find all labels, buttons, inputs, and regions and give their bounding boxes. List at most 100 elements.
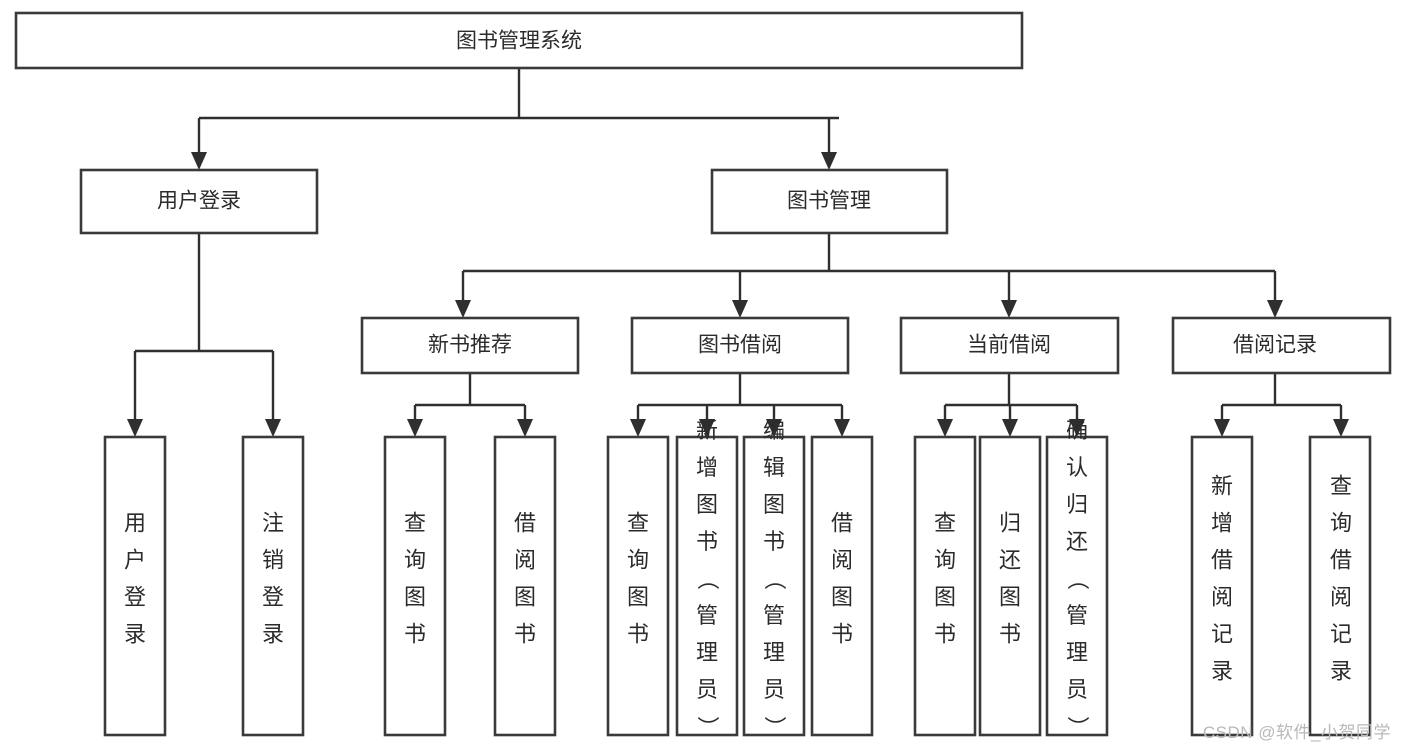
svg-text:编: 编 [763, 418, 785, 443]
svg-text:）: ） [1065, 716, 1090, 738]
svg-text:（: （ [762, 568, 787, 590]
node-book-borrow-label: 图书借阅 [698, 334, 782, 357]
node-root-system[interactable]: 图书管理系统 [14, 11, 1024, 70]
leaf-user-login-1-label: 用户登录 [124, 511, 146, 647]
svg-text:借: 借 [514, 511, 536, 536]
svg-text:新: 新 [1211, 474, 1233, 499]
svg-text:用: 用 [124, 511, 146, 536]
node-book-management-label: 图书管理 [787, 190, 871, 213]
connector-group-user-login [127, 233, 281, 437]
node-current-borrow[interactable]: 当前借阅 [899, 316, 1120, 375]
svg-text:增: 增 [696, 455, 718, 480]
svg-text:员: 员 [1066, 677, 1088, 702]
node-book-management[interactable]: 图书管理 [710, 168, 949, 235]
svg-text:借: 借 [831, 511, 853, 536]
svg-text:还: 还 [999, 548, 1021, 573]
svg-text:管: 管 [763, 603, 785, 628]
connector-group-borrow-record [1214, 373, 1349, 437]
svg-text:查: 查 [404, 511, 426, 536]
svg-text:书: 书 [627, 622, 649, 647]
svg-text:记: 记 [1330, 622, 1352, 647]
node-current-borrow-label: 当前借阅 [967, 334, 1051, 357]
svg-text:辑: 辑 [763, 455, 785, 480]
svg-text:认: 认 [1066, 455, 1088, 480]
svg-text:登: 登 [124, 585, 146, 610]
node-book-borrow[interactable]: 图书借阅 [630, 316, 850, 375]
svg-text:查: 查 [1330, 474, 1352, 499]
svg-text:员: 员 [763, 677, 785, 702]
svg-text:注: 注 [262, 511, 284, 536]
node-root-system-label: 图书管理系统 [456, 30, 582, 53]
svg-text:图: 图 [763, 492, 785, 517]
node-new-book-recommend[interactable]: 新书推荐 [360, 316, 580, 375]
connector-group-current-borrow [937, 373, 1085, 437]
svg-text:销: 销 [262, 548, 284, 573]
leaf-user-login-1[interactable]: 用户登录 [103, 435, 167, 737]
svg-text:归: 归 [999, 511, 1021, 536]
svg-text:图: 图 [999, 585, 1021, 610]
svg-text:图: 图 [831, 585, 853, 610]
node-new-book-recommend-label: 新书推荐 [428, 334, 512, 357]
svg-text:归: 归 [1066, 492, 1088, 517]
svg-text:书: 书 [831, 622, 853, 647]
svg-text:图: 图 [404, 585, 426, 610]
svg-text:图: 图 [934, 585, 956, 610]
svg-text:询: 询 [404, 548, 426, 573]
connector-group-new-book [407, 373, 533, 437]
node-user-login-label: 用户登录 [157, 190, 241, 213]
svg-text:图: 图 [627, 585, 649, 610]
svg-text:借: 借 [1211, 548, 1233, 573]
svg-text:理: 理 [1066, 640, 1088, 665]
svg-text:（: （ [1065, 568, 1090, 590]
svg-text:询: 询 [1330, 511, 1352, 536]
svg-text:录: 录 [262, 622, 284, 647]
svg-text:询: 询 [627, 548, 649, 573]
svg-text:还: 还 [1066, 529, 1088, 554]
node-borrow-record[interactable]: 借阅记录 [1171, 316, 1392, 375]
svg-text:录: 录 [124, 622, 146, 647]
node-user-login[interactable]: 用户登录 [79, 168, 319, 235]
connector-group-root [191, 68, 839, 170]
svg-text:书: 书 [404, 622, 426, 647]
svg-text:记: 记 [1211, 622, 1233, 647]
node-borrow-record-label: 借阅记录 [1233, 334, 1317, 357]
connector-group-book-management [455, 233, 1283, 318]
svg-text:书: 书 [999, 622, 1021, 647]
svg-text:书: 书 [934, 622, 956, 647]
svg-text:询: 询 [934, 548, 956, 573]
connector-group-book-borrow [630, 373, 850, 437]
svg-text:书: 书 [696, 529, 718, 554]
svg-text:）: ） [762, 716, 787, 738]
svg-text:增: 增 [1211, 511, 1233, 536]
svg-text:阅: 阅 [1330, 585, 1352, 610]
svg-text:户: 户 [124, 548, 146, 573]
svg-text:理: 理 [763, 640, 785, 665]
svg-text:图: 图 [514, 585, 536, 610]
svg-text:阅: 阅 [1211, 585, 1233, 610]
svg-text:图: 图 [696, 492, 718, 517]
